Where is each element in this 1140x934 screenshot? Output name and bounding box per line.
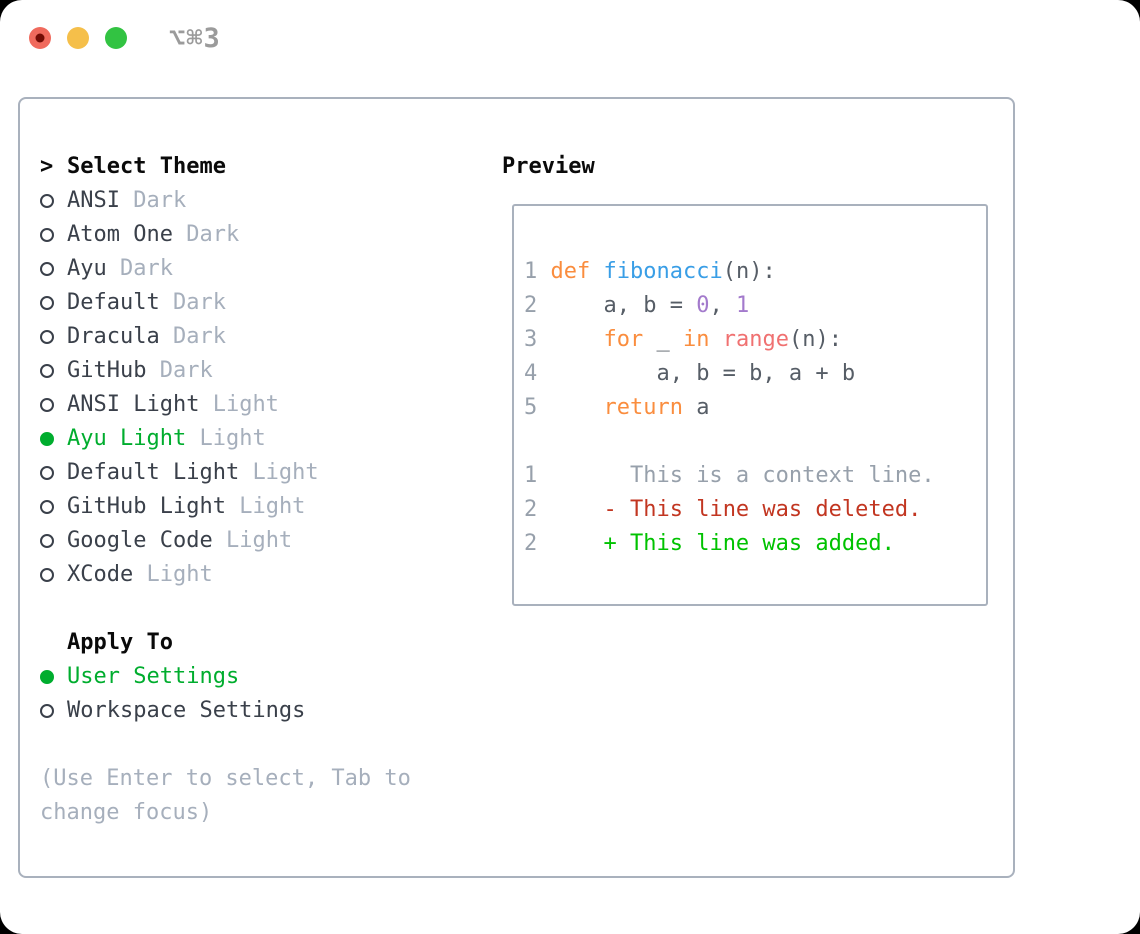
close-button[interactable]: [29, 27, 51, 49]
apply-to-header: Apply To: [40, 626, 480, 660]
code-line: 4 a, b = b, a + b: [524, 361, 856, 386]
radio-icon: [40, 568, 67, 582]
option-github-light[interactable]: GitHub Light Light: [40, 490, 480, 524]
option-variant: Dark: [133, 188, 187, 213]
unsaved-dot-icon: [35, 33, 45, 43]
option-google-code[interactable]: Google Code Light: [40, 524, 480, 558]
preview-box: 1 def fibonacci(n): 2 a, b = 0, 1 3 for _ …: [512, 204, 988, 606]
option-label: XCode: [67, 562, 134, 587]
radio-icon: [40, 262, 67, 276]
radio-icon: [40, 296, 67, 310]
radio-icon: [40, 704, 67, 718]
option-workspace-settings[interactable]: Workspace Settings: [40, 694, 480, 728]
option-dracula[interactable]: Dracula Dark: [40, 320, 480, 354]
option-label: Default: [67, 290, 160, 315]
traffic-lights: [29, 27, 127, 49]
option-xcode[interactable]: XCode Light: [40, 558, 480, 592]
option-label: Default Light: [67, 460, 240, 485]
option-variant: Light: [252, 460, 319, 485]
option-label: ANSI: [67, 188, 120, 213]
option-variant: Light: [225, 528, 293, 553]
option-user-settings[interactable]: User Settings: [40, 660, 480, 694]
code-line: 1 def fibonacci(n):: [524, 259, 776, 284]
code-preview: 1 def fibonacci(n): 2 a, b = 0, 1 3 for _ …: [524, 255, 986, 561]
radio-icon: [40, 500, 67, 514]
spacer-row: [40, 592, 480, 626]
radio-icon: [40, 228, 67, 242]
select-theme-title: Select Theme: [67, 154, 226, 179]
option-variant: Dark: [120, 256, 173, 281]
option-variant: Dark: [172, 290, 226, 315]
prompt-icon: >: [40, 154, 54, 179]
option-label: Ayu Light: [67, 426, 187, 451]
option-variant: Dark: [172, 324, 226, 349]
option-label: Workspace Settings: [67, 698, 306, 723]
option-ansi[interactable]: ANSI Dark: [40, 184, 480, 218]
radio-icon: [40, 466, 67, 480]
option-variant: Light: [212, 392, 279, 417]
option-label: GitHub: [67, 358, 147, 383]
apply-to-title: Apply To: [67, 630, 173, 655]
minimize-button[interactable]: [67, 27, 89, 49]
help-text: (Use Enter to select, Tab to change focu…: [40, 766, 411, 825]
radio-icon: [40, 534, 67, 548]
code-line: [524, 425, 986, 459]
option-ayu[interactable]: Ayu Dark: [40, 252, 480, 286]
preview-title: Preview: [502, 154, 595, 179]
radio-selected-icon: [40, 670, 67, 684]
option-github[interactable]: GitHub Dark: [40, 354, 480, 388]
option-label: User Settings: [67, 664, 240, 689]
radio-icon: [40, 398, 67, 412]
code-line: 1 This is a context line.: [524, 463, 935, 488]
option-variant: Dark: [186, 222, 240, 247]
option-ayu-light[interactable]: Ayu Light Light: [40, 422, 480, 456]
option-default[interactable]: Default Dark: [40, 286, 480, 320]
option-label: ANSI Light: [67, 392, 200, 417]
option-label: Atom One: [67, 222, 173, 247]
select-theme-header: > Select Theme: [40, 150, 480, 184]
zoom-button[interactable]: [105, 27, 127, 49]
option-label: Dracula: [67, 324, 160, 349]
radio-selected-icon: [40, 432, 67, 446]
radio-icon: [40, 330, 67, 344]
option-label: GitHub Light: [67, 494, 226, 519]
option-variant: Dark: [159, 358, 213, 383]
option-variant: Light: [199, 426, 266, 451]
option-atom-one[interactable]: Atom One Dark: [40, 218, 480, 252]
option-default-light[interactable]: Default Light Light: [40, 456, 480, 490]
code-line: 2 - This line was deleted.: [524, 497, 922, 522]
option-label: Ayu: [67, 256, 107, 281]
title-bar: ⌥⌘3: [0, 0, 1140, 76]
radio-icon: [40, 194, 67, 208]
code-line: 2 a, b = 0, 1: [524, 293, 750, 318]
window-title: ⌥⌘3: [169, 22, 221, 54]
code-line: 3 for _ in range(n):: [524, 327, 842, 352]
code-line: 5 return a: [524, 395, 710, 420]
code-line: 2 + This line was added.: [524, 531, 895, 556]
option-ansi-light[interactable]: ANSI Light Light: [40, 388, 480, 422]
radio-icon: [40, 364, 67, 378]
option-variant: Light: [239, 494, 306, 519]
option-label: Google Code: [67, 528, 213, 553]
option-variant: Light: [146, 562, 213, 587]
